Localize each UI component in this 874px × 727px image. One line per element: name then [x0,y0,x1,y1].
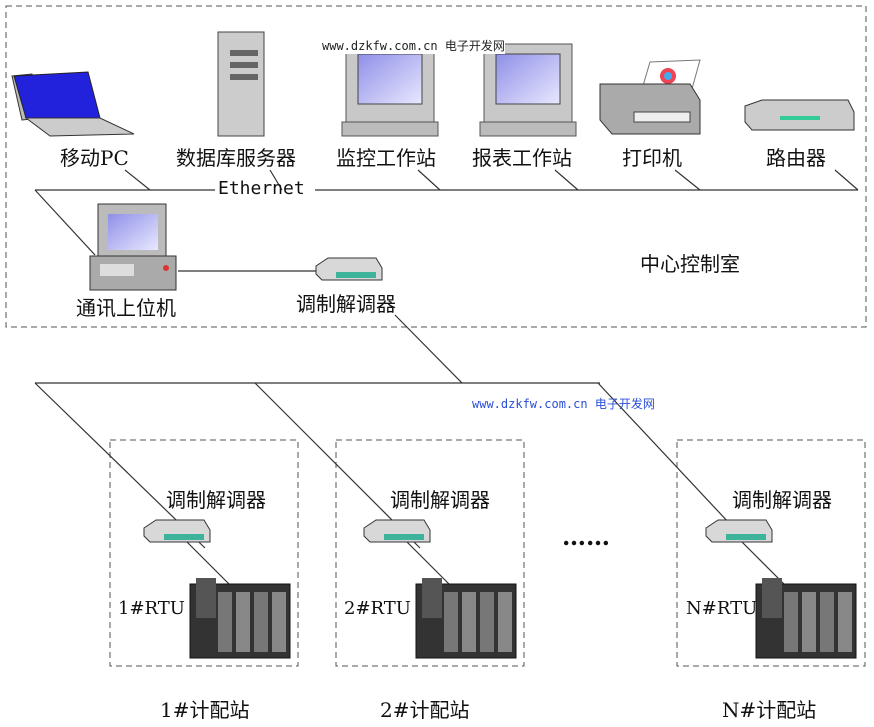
monitoring-label: 监控工作站 [336,146,436,170]
station-2-modem-icon [363,519,431,543]
station-1-modem-icon [143,519,211,543]
modem-label: 调制解调器 [296,292,396,316]
station-n-modem-label: 调制解调器 [732,488,832,512]
watermark-top: www.dzkfw.com.cn 电子开发网 [322,37,505,54]
control-room-boundary [5,5,867,328]
ellipsis: …… [562,522,610,551]
station-1-boundary [109,439,299,667]
station-1-modem-label: 调制解调器 [166,488,266,512]
watermark-mid: www.dzkfw.com.cn 电子开发网 [472,395,655,412]
station-n-name: N#计配站 [722,698,817,722]
server-label: 数据库服务器 [176,146,296,170]
station-2-boundary [335,439,525,667]
watermark-url: www.dzkfw.com.cn [322,39,438,53]
control-room-title: 中心控制室 [640,252,740,276]
laptop-label: 移动PC [60,146,129,170]
watermark-url: www.dzkfw.com.cn [472,397,588,411]
router-label: 路由器 [766,146,826,170]
station-n-boundary [676,439,866,667]
station-1-name: 1#计配站 [160,698,250,722]
desktop-pc-icon [89,203,177,291]
station-n-rtu-icon [755,577,857,659]
station-1-rtu-icon [189,577,291,659]
printer-label: 打印机 [622,146,682,170]
printer-icon [599,59,701,135]
station-2-modem-label: 调制解调器 [390,488,490,512]
watermark-site: 电子开发网 [594,397,655,411]
modem-icon [315,257,383,281]
station-2-rtu-label: 2#RTU [344,598,411,619]
station-n-rtu-label: N#RTU [686,598,758,619]
host-pc-label: 通讯上位机 [76,296,176,320]
router-icon [744,99,855,131]
station-2-name: 2#计配站 [380,698,470,722]
station-n-modem-icon [705,519,773,543]
station-1-rtu-label: 1#RTU [118,598,185,619]
laptop-icon [11,71,135,137]
watermark-site: 电子开发网 [444,39,505,53]
monitoring-workstation-icon [341,43,439,137]
server-icon [217,31,265,137]
ethernet-label: Ethernet [218,178,305,199]
station-2-rtu-icon [415,577,517,659]
report-workstation-icon [479,43,577,137]
report-label: 报表工作站 [472,146,572,170]
